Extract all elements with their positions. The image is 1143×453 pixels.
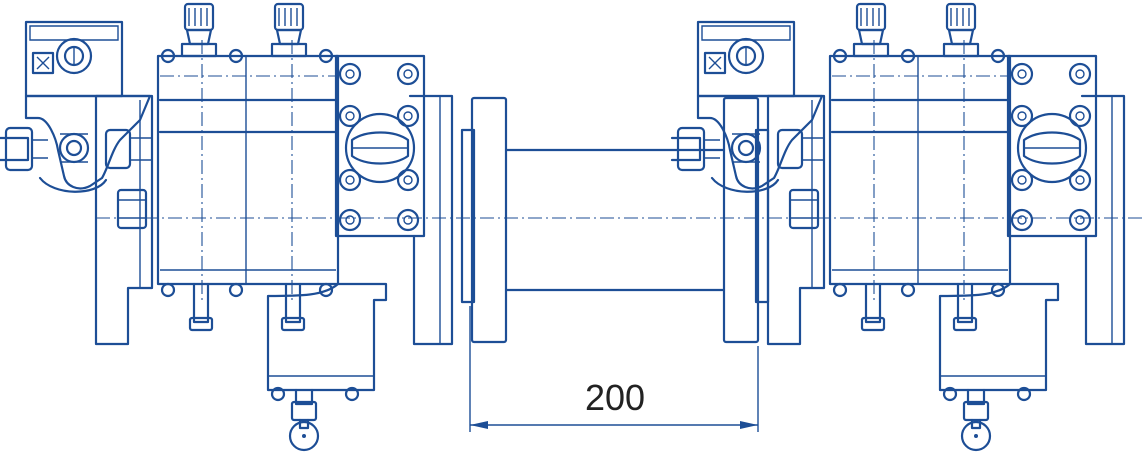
centerlines — [96, 40, 1143, 300]
right-transmitter-assembly — [670, 2, 1126, 452]
dimension-value: 200 — [585, 377, 645, 418]
left-transmitter-assembly — [0, 2, 454, 452]
spool-piece — [460, 96, 770, 344]
dimension-200: 200 — [469, 306, 759, 432]
